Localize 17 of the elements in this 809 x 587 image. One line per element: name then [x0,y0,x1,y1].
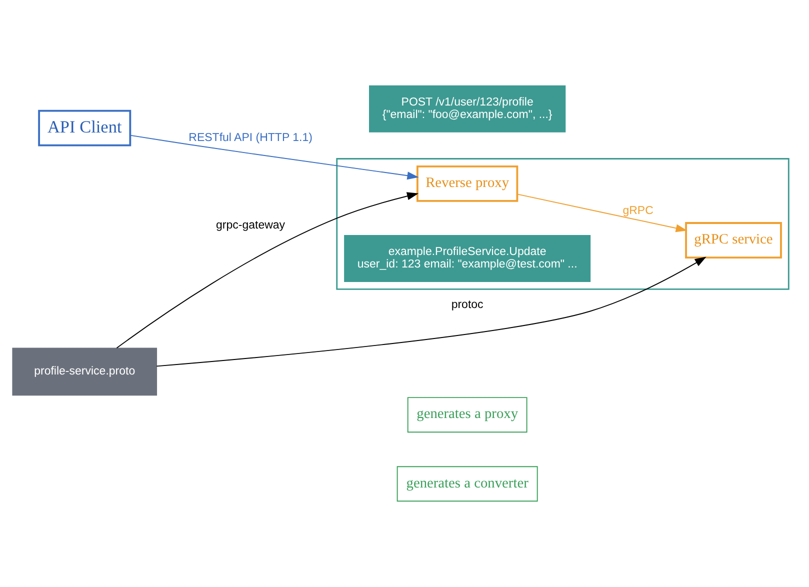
node-box: Reverse proxy [416,165,518,202]
arrow [516,194,688,232]
arrow [130,134,419,180]
edge-label: protoc [451,298,484,311]
node-box: example.ProfileService.Update user_id: 123 email: "example@test.com" ... [344,235,591,282]
edge-label: gRPC [622,204,654,217]
node-box: POST /v1/user/123/profile {"email": "foo@example.com", ...} [369,85,566,132]
node-box: gRPC service [685,222,782,258]
arrow [156,256,706,367]
node-box: API Client [38,110,132,146]
arrow [116,192,419,348]
cluster [336,158,790,290]
node-box: generates a converter [396,466,538,502]
node-box: generates a proxy [407,397,528,433]
edge-label: RESTful API (HTTP 1.1) [188,132,312,144]
edge-label: grpc-gateway [216,219,286,232]
node-box: profile-service.proto [12,348,158,396]
